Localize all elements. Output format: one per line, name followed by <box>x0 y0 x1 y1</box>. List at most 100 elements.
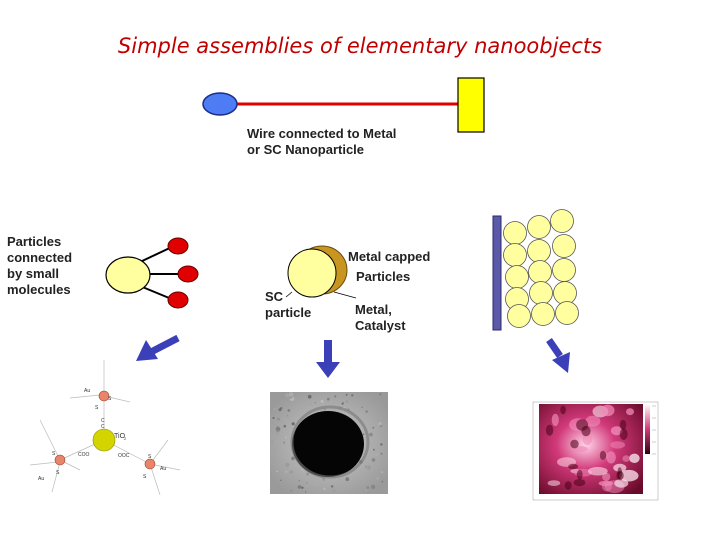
metal-catalyst-label: Metal, Catalyst <box>355 302 406 333</box>
afm-feature <box>622 455 630 462</box>
tem-speck <box>362 433 365 436</box>
afm-feature <box>629 453 640 463</box>
tio2-label: TiO <box>114 433 126 440</box>
packed-particle-array <box>503 209 579 328</box>
packed-particle <box>505 265 529 289</box>
tem-speck <box>341 402 344 405</box>
tio2-core <box>92 428 116 452</box>
yellow-particle <box>105 256 151 294</box>
tem-speck <box>373 448 375 451</box>
tem-speck <box>283 437 285 440</box>
arrow-down-right-icon <box>546 338 570 373</box>
afm-pit <box>573 479 586 487</box>
tem-speck <box>326 397 330 401</box>
tem-speck <box>275 432 279 436</box>
tem-micrograph <box>270 392 388 494</box>
packed-particle <box>555 301 579 325</box>
red-particle <box>167 291 189 309</box>
afm-pit <box>599 450 607 460</box>
tem-speck <box>371 458 376 462</box>
sc-core <box>287 248 337 298</box>
red-particle <box>167 237 189 255</box>
afm-pit <box>619 428 628 441</box>
tem-speck <box>297 485 302 489</box>
coo-label: COO <box>78 452 90 458</box>
tem-speck <box>380 452 383 455</box>
ooc-label: OOC <box>118 453 130 459</box>
tem-speck <box>285 393 290 398</box>
tem-speck <box>366 486 370 489</box>
wire-label: Wire connected to Metal or SC Nanopartic… <box>247 126 397 157</box>
afm-features <box>545 404 640 494</box>
tem-speck <box>365 465 369 469</box>
tem-speck <box>289 470 293 474</box>
tem-speck <box>331 485 334 488</box>
tem-speck <box>290 489 293 492</box>
packed-particle <box>552 258 576 282</box>
tem-speck <box>291 456 295 461</box>
packed-particle <box>507 304 531 328</box>
tem-speck <box>334 395 337 398</box>
afm-feature <box>598 480 614 486</box>
tem-speck <box>278 408 282 412</box>
packed-particle <box>550 209 574 233</box>
tem-speck <box>273 407 277 411</box>
afm-pit <box>560 405 566 415</box>
tem-speck <box>371 484 376 489</box>
afm-feature <box>600 404 615 417</box>
down-arrows <box>136 334 570 378</box>
tem-speck <box>305 491 307 493</box>
au-label-right: Au <box>160 466 166 472</box>
substrate <box>492 215 502 331</box>
au-node <box>54 454 66 466</box>
tem-speck <box>345 477 350 482</box>
tem-speck <box>372 426 375 429</box>
afm-color-scale <box>645 404 650 454</box>
tem-speck <box>272 416 275 420</box>
arrow-down-icon <box>316 340 340 378</box>
tem-speck <box>309 403 312 406</box>
packed-particle <box>503 243 527 267</box>
tem-speck <box>286 415 289 417</box>
tem-speck <box>323 487 326 491</box>
tem-speck <box>271 441 273 443</box>
packed-particle <box>529 281 553 305</box>
tem-speck <box>380 443 383 446</box>
afm-feature <box>551 413 559 427</box>
afm-feature <box>610 441 626 449</box>
tem-speck <box>376 476 380 480</box>
tem-speck <box>285 470 288 473</box>
substrate-particles <box>492 209 579 331</box>
tem-speck <box>305 481 308 485</box>
tem-speck <box>273 447 278 451</box>
afm-feature <box>619 469 639 482</box>
afm-feature <box>602 472 611 482</box>
tem-speck <box>285 462 290 467</box>
afm-pit <box>570 439 579 449</box>
au-label-top: Au <box>84 388 90 394</box>
tem-speck <box>365 489 368 492</box>
blue-nanoparticle <box>202 92 238 116</box>
packed-particle <box>528 260 552 284</box>
afm-pit <box>568 463 579 470</box>
afm-feature <box>587 466 608 476</box>
packed-particle <box>553 281 577 305</box>
tem-speck <box>287 409 291 412</box>
tem-speck <box>381 480 384 483</box>
tem-speck <box>276 470 278 473</box>
c-label: C <box>101 424 105 430</box>
au-label-left: Au <box>38 476 44 482</box>
tem-speck <box>275 426 280 431</box>
sc-particle-label: SC particle <box>265 289 312 320</box>
tem-speck <box>280 479 282 481</box>
afm-feature <box>606 451 616 464</box>
page-title: Simple assemblies of elementary nanoobje… <box>117 34 603 58</box>
afm-pit <box>545 424 554 436</box>
tem-speck <box>306 472 309 476</box>
afm-pit <box>617 467 622 479</box>
tem-speck <box>277 417 280 421</box>
tem-speck <box>369 432 373 437</box>
tem-speck <box>381 471 384 474</box>
tio2-subscript: 2 <box>124 436 127 441</box>
